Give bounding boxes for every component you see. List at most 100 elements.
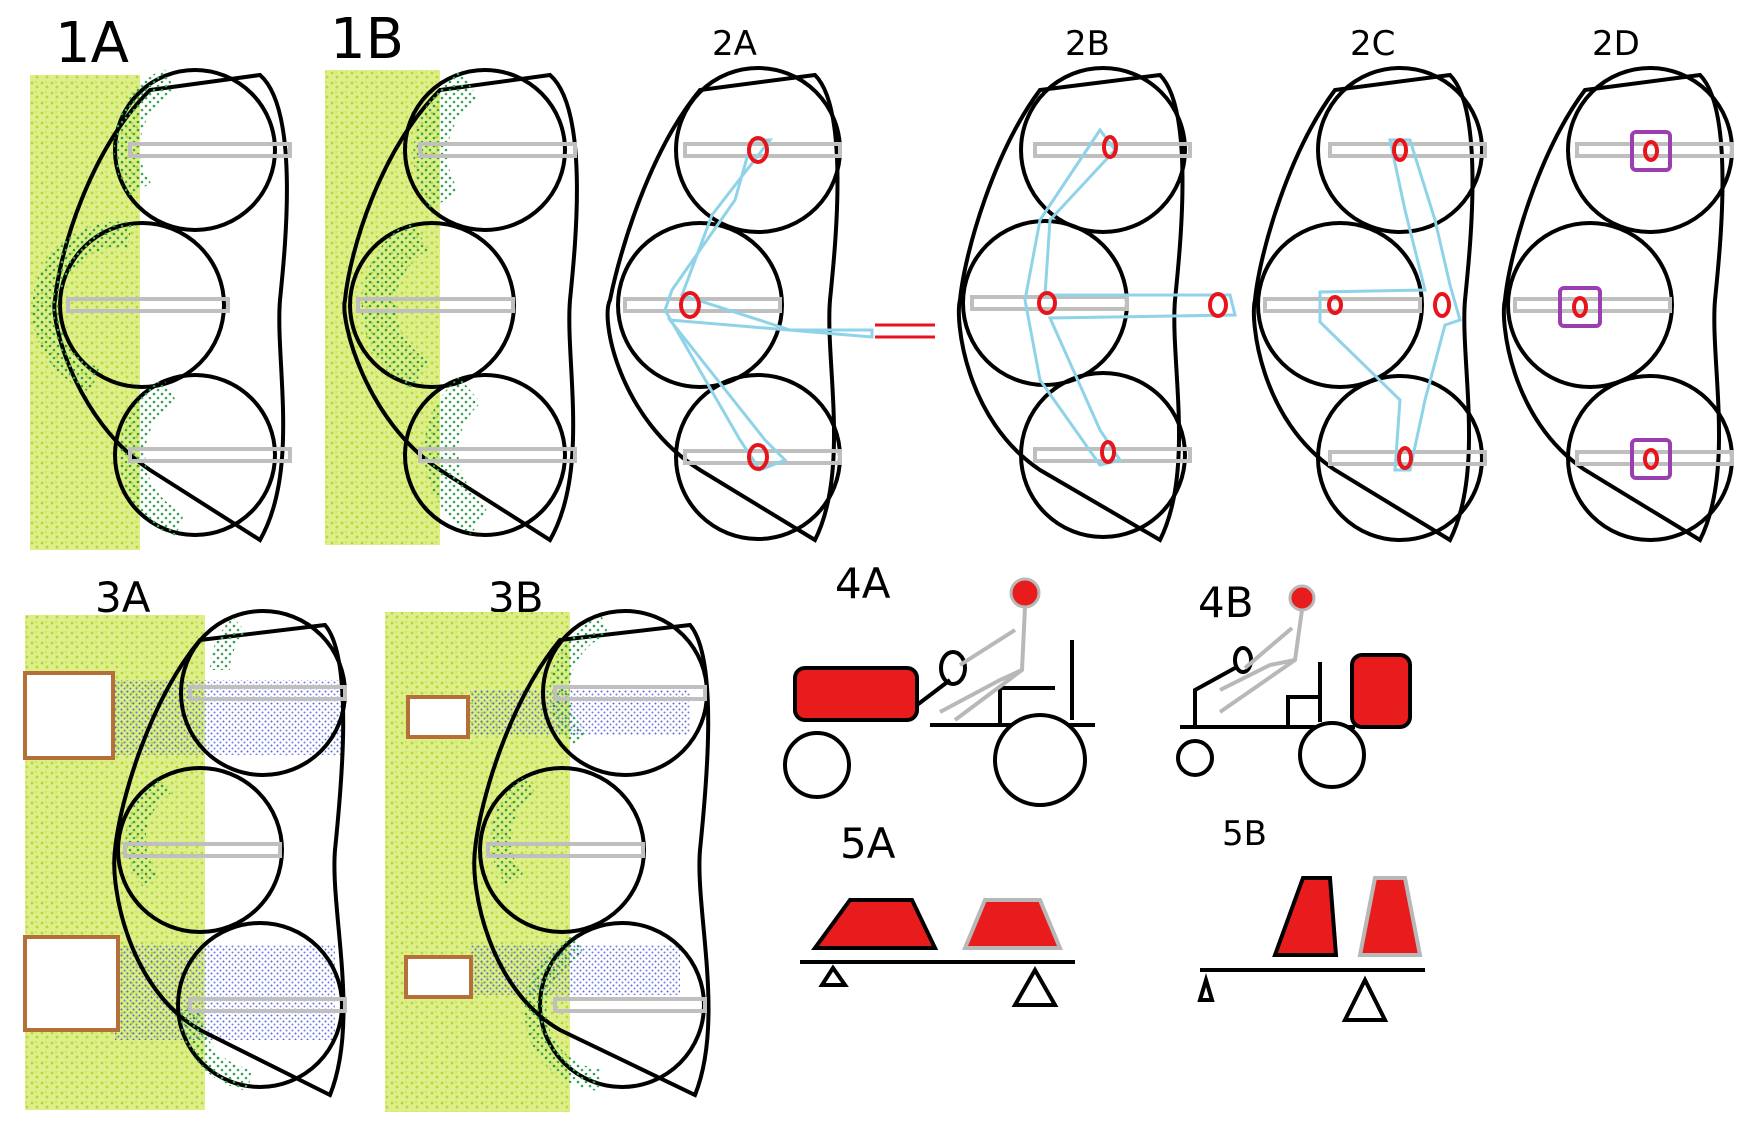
deck-outline [1501, 72, 1725, 543]
spray-zone [115, 945, 335, 1040]
blade-bar [683, 142, 842, 158]
foliage-bottom [524, 934, 602, 1091]
nozzle-box [23, 671, 115, 760]
panel-label-1a: 1A [55, 11, 129, 76]
deck-outline [605, 72, 840, 543]
blade-bar [66, 297, 230, 313]
linkage-arm [663, 138, 874, 472]
deck-outline [112, 622, 346, 1098]
panel-label-2c: 2C [1350, 24, 1395, 64]
foliage-top [114, 68, 176, 198]
foliage-top [413, 70, 480, 210]
panel-1b: 1B [325, 7, 579, 545]
pivot-point [1433, 292, 1451, 318]
blade-circle-bottom [1316, 374, 1484, 542]
pivot-point [1397, 446, 1413, 470]
blade-bar [418, 447, 577, 463]
pivot-point [747, 136, 769, 164]
linkage-arm [1023, 127, 1237, 467]
steering-wheel [939, 650, 967, 686]
pivot-point [1643, 448, 1659, 470]
blade-bar [1328, 142, 1487, 158]
operator-head [1288, 584, 1316, 612]
panel-3a: 3A [23, 573, 347, 1110]
panel-label-2d: 2D [1592, 24, 1640, 64]
panel-5b: 5B [1197, 814, 1425, 1022]
nozzle-box [404, 955, 473, 999]
foliage-middle [490, 776, 536, 887]
blade-bar [128, 447, 292, 463]
blade-bar [1513, 297, 1672, 313]
blade-bar [970, 295, 1129, 311]
pivot-point [679, 291, 701, 319]
front-wheel [1176, 739, 1214, 777]
blade-circle-bottom [1566, 374, 1734, 542]
linkage-arm [1318, 138, 1462, 472]
blade-circle-top [403, 68, 567, 232]
weight-block-black [811, 898, 939, 950]
panel-label-4b: 4B [1198, 578, 1254, 627]
panel-4a: 4A [783, 559, 1095, 807]
front-wheel [783, 731, 851, 799]
rear-wheel [993, 713, 1087, 807]
foliage-top [549, 615, 609, 748]
blade-circle-middle [961, 219, 1129, 387]
weight-block-grey [962, 898, 1063, 950]
blade-bar [623, 297, 782, 313]
weight-block-black [1272, 876, 1339, 957]
steering-column [1193, 666, 1236, 727]
steering-wheel [1233, 646, 1253, 674]
deck-outline [956, 72, 1185, 543]
blade-circle-top [1316, 66, 1484, 234]
blade-bar [188, 997, 347, 1013]
blade-bar [553, 685, 707, 701]
blade-circle-bottom [113, 373, 277, 537]
pivot-point [1643, 140, 1659, 162]
blade-circle-bottom [1019, 371, 1187, 539]
blade-bar [553, 997, 707, 1013]
panel-1a: 1A [30, 11, 292, 550]
panel-label-5a: 5A [840, 819, 896, 868]
mount-bracket [1630, 130, 1672, 172]
blade-bar [188, 685, 347, 701]
blade-circle-middle [1506, 221, 1674, 389]
panel-5a: 5A [800, 819, 1075, 1007]
pivot-point [747, 443, 769, 471]
nozzle-box [23, 935, 120, 1032]
blade-circle-bottom [176, 921, 344, 1089]
blade-circle-top [1566, 66, 1734, 234]
fulcrum-left [1197, 973, 1215, 1002]
blade-bar [1263, 297, 1422, 313]
blade-bar [683, 449, 842, 465]
deck-outline [52, 72, 289, 543]
panel-label-4a: 4A [835, 559, 891, 608]
foliage-bottom [119, 378, 186, 538]
engine-hood [793, 666, 919, 722]
panel-2a: 2A [605, 24, 935, 543]
blade-bar [1328, 450, 1487, 466]
panel-2c: 2C [1251, 24, 1487, 543]
panel-label-1b: 1B [330, 7, 404, 72]
foliage-middle [361, 220, 429, 390]
rear-wheel [1298, 721, 1366, 789]
nozzle-box [406, 695, 470, 739]
foliage-middle [125, 776, 171, 887]
mount-bracket [1630, 438, 1672, 480]
blade-circle-bottom [403, 373, 567, 537]
blade-circle-top [674, 66, 842, 234]
blade-bar [128, 142, 292, 158]
pivot-point [1102, 135, 1118, 159]
spray-zone [115, 680, 345, 755]
pivot-point [1327, 295, 1343, 315]
foliage-middle [32, 221, 132, 393]
foliage-bottom [424, 376, 490, 535]
fulcrum-right [1011, 965, 1059, 1007]
panel-label-2b: 2B [1065, 24, 1110, 64]
blade-bar [486, 842, 645, 858]
operator-head [1009, 577, 1041, 609]
blade-bar [418, 142, 577, 158]
panel-4b: 4B [1176, 578, 1412, 789]
panel-label-3a: 3A [95, 573, 151, 622]
deck-outline [1251, 72, 1475, 543]
